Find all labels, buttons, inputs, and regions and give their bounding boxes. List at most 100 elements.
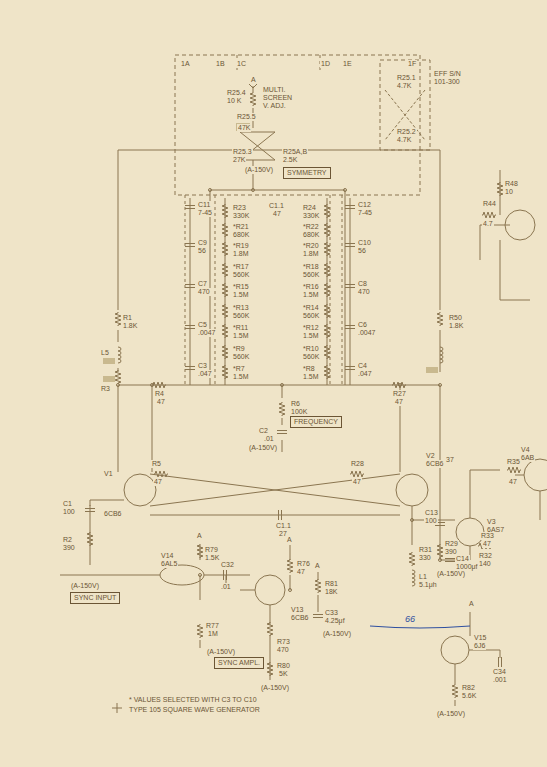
value-label: 5K	[278, 670, 289, 678]
value-label: 560K	[232, 353, 250, 361]
value-label: 1E	[342, 60, 353, 68]
value-label: 47	[352, 478, 362, 486]
component-label: R23	[232, 204, 247, 212]
value-label: 560K	[302, 312, 320, 320]
component-label: R31	[418, 546, 433, 554]
component-label: R77	[205, 622, 220, 630]
component-label: R76	[296, 560, 311, 568]
component-label: C2	[258, 427, 269, 435]
resistor-symbol	[315, 579, 321, 593]
value-label: 27K	[232, 156, 246, 164]
value-label: 4.7K	[396, 136, 412, 144]
capacitor-symbol	[345, 206, 355, 209]
component-label: R4	[154, 390, 165, 398]
value-label: (A-150V)	[244, 166, 274, 174]
value-label: 6AL5	[160, 560, 178, 568]
component-label: R25.2	[396, 128, 417, 136]
value-label: 1M	[207, 630, 219, 638]
resistor-symbol	[152, 382, 166, 388]
value-label: 560K	[302, 271, 320, 279]
value-label: 66	[404, 615, 416, 623]
value-label: 1A	[180, 60, 191, 68]
capacitor-symbol	[345, 326, 355, 329]
boxed-control-label: SYNC AMPL.	[214, 657, 264, 669]
component-label: *R14	[302, 304, 320, 312]
value-label: 6J6	[473, 642, 486, 650]
component-label: R79	[204, 546, 219, 554]
resistor-symbol	[324, 324, 330, 338]
capacitor-symbol	[85, 509, 95, 512]
value-label: A	[196, 532, 203, 540]
value-label: 37	[445, 456, 455, 464]
component-label: C1	[62, 500, 73, 508]
resistor-symbol	[222, 304, 228, 318]
component-label: *R9	[232, 345, 246, 353]
value-label: 10 K	[226, 97, 242, 105]
component-label: C34	[492, 668, 507, 676]
adjust-arrow	[249, 84, 257, 88]
value-label: 2.5K	[282, 156, 298, 164]
value-label: 10	[504, 188, 514, 196]
component-label: V1	[103, 470, 114, 478]
value-label: 1000μf	[455, 563, 479, 571]
inductor-symbol	[412, 570, 415, 586]
component-label: R73	[276, 638, 291, 646]
resistor-symbol	[350, 471, 364, 477]
component-label: V15	[473, 634, 487, 642]
value-label: .0047	[197, 329, 217, 337]
value-label: 6AB	[520, 454, 535, 462]
value-label: 680K	[302, 231, 320, 239]
component-label: C1.1	[275, 522, 292, 530]
component-label: * VALUES SELECTED WITH C3 TO C10	[128, 696, 258, 704]
junction-dot	[199, 574, 202, 577]
value-label: 4.7	[482, 220, 494, 228]
resistor-symbol	[482, 212, 496, 218]
component-label: V13	[290, 606, 304, 614]
junction-dot	[411, 519, 414, 522]
value-label: 560K	[232, 312, 250, 320]
control-text: SYNC INPUT	[74, 594, 116, 602]
resistor-symbol	[267, 622, 273, 636]
value-label: 1.8M	[232, 250, 250, 258]
junction-dot	[344, 189, 347, 192]
capacitor-symbol	[277, 431, 287, 434]
value-label: 330K	[302, 212, 320, 220]
component-label: R29	[444, 540, 459, 548]
value-label: 140	[478, 560, 492, 568]
component-label: R25.5	[236, 113, 257, 121]
value-label: 1B	[215, 60, 226, 68]
component-label: R27	[392, 390, 407, 398]
value-label: 470	[357, 288, 371, 296]
value-label: 47	[508, 478, 518, 486]
value-label: 4.7K	[396, 82, 412, 90]
value-label: 47	[482, 540, 492, 548]
resistor-symbol	[197, 544, 203, 558]
resistor-symbol	[250, 92, 256, 106]
value-label: MULTI. SCREEN V. ADJ.	[262, 86, 296, 110]
resistor-symbol	[222, 283, 228, 297]
component-label: C6	[357, 321, 368, 329]
component-label: R44	[482, 200, 497, 208]
component-label: R25.1	[396, 74, 417, 82]
value-label: 560K	[232, 271, 250, 279]
value-label: 1.8K	[122, 322, 138, 330]
component-label: C3	[197, 362, 208, 370]
value-label: (A-150V)	[436, 710, 466, 718]
value-label: 1C	[236, 60, 247, 68]
value-label: 1.8M	[302, 250, 320, 258]
component-label: *R12	[302, 324, 320, 332]
capacitor-symbol	[185, 367, 195, 370]
component-label: *R7	[232, 365, 246, 373]
value-label: 390	[62, 544, 76, 552]
resistor-symbol	[115, 312, 121, 326]
value-label: 1D	[320, 60, 331, 68]
component-label: *R22	[302, 223, 320, 231]
value-label: 1.8K	[448, 322, 464, 330]
junction-dot	[151, 384, 154, 387]
resistor-symbol	[222, 345, 228, 359]
component-label: C33	[324, 609, 339, 617]
value-label: 7-45	[197, 209, 213, 217]
component-label: R3	[100, 385, 111, 393]
